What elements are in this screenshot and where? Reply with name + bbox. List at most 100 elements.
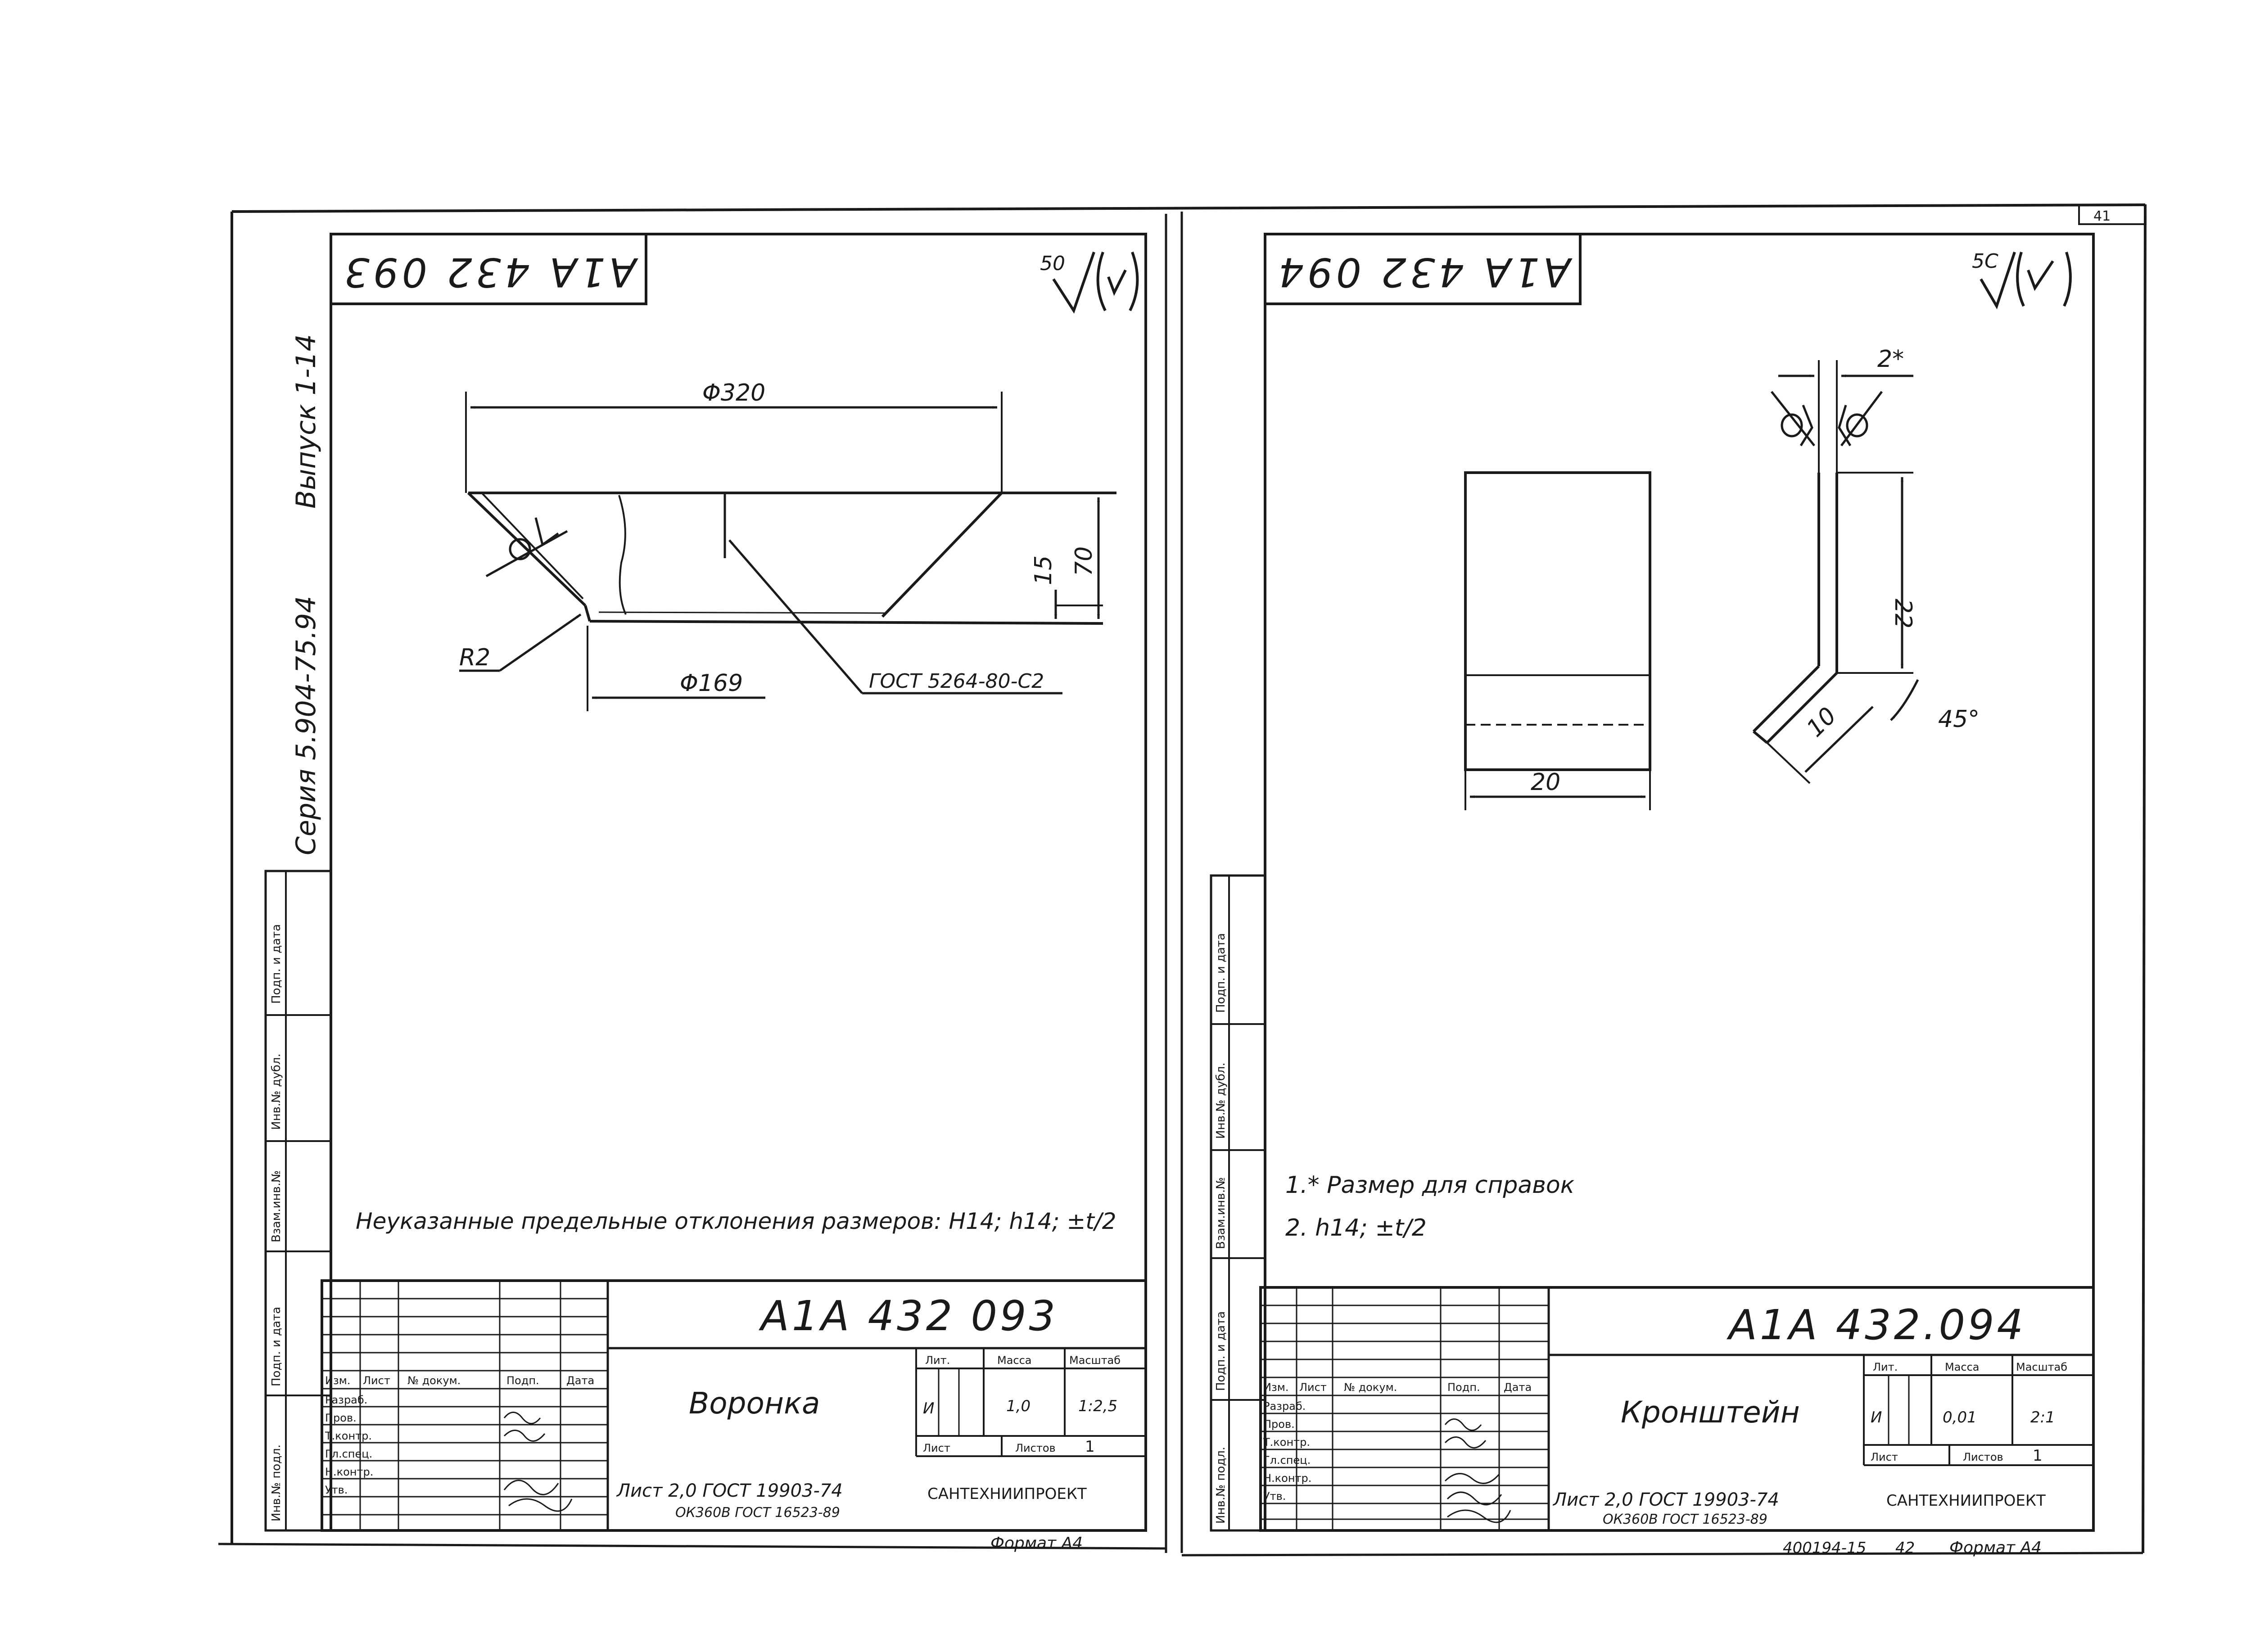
tb-role-razrab: Разраб. [325, 1394, 367, 1406]
right-code-box [1264, 233, 1582, 305]
issue-label: Выпуск 1-14 [290, 334, 322, 509]
left-tb-lit: И [923, 1399, 934, 1417]
tb-field-mass-r: Масса [1945, 1361, 1980, 1373]
archive-number: 400194-15 [1783, 1539, 1866, 1557]
tb-role-tkontr-r: Т.контр. [1263, 1436, 1310, 1449]
tb-field-scale: Масштаб [1069, 1354, 1121, 1367]
tb-field-lit-r: Лит. [1873, 1361, 1898, 1373]
bracket-front-view: 20 [1464, 471, 1651, 810]
outer-frame: 41 [218, 203, 2147, 1557]
bracket-side-view: 2* 22 10 45° [1752, 346, 1980, 784]
right-title-block: Изм. Лист № докум. Подп. Дата Разраб. Пр… [1259, 1286, 2095, 1532]
svg-text:Подп. и дата: Подп. и дата [1214, 933, 1228, 1013]
tb-role-nkontr: Н.контр. [325, 1466, 373, 1478]
left-sheet: А1А 432 093 50 Φ320 [321, 233, 1147, 1553]
page-corner-box [2078, 204, 2147, 225]
svg-text:Подп. и дата: Подп. и дата [1214, 1311, 1228, 1391]
svg-text:Инв.№ дубл.: Инв.№ дубл. [1214, 1062, 1228, 1139]
svg-text:Инв.№ дубл.: Инв.№ дубл. [270, 1053, 283, 1130]
gost-note: ГОСТ 5264-80-С2 [869, 670, 1044, 693]
right-tb-code: А1А 432.094 [1727, 1301, 2026, 1349]
dim-thickness: 2* [1877, 346, 1904, 373]
tb-field-sheets-r: Листов [1963, 1451, 2003, 1463]
svg-text:50: 50 [1040, 252, 1065, 275]
tb-col-izm-r: Изм. [1263, 1381, 1288, 1394]
tb-col-doc: № докум. [407, 1374, 461, 1387]
dim-height: 70 [1071, 546, 1098, 576]
dim-diameter-top: Φ320 [702, 379, 765, 406]
left-material-line2: ОК360В ГОСТ 16523-89 [675, 1505, 840, 1521]
tb-field-sheet-r: Лист [1871, 1451, 1898, 1463]
tb-role-razrab-r: Разраб. [1263, 1400, 1306, 1413]
tb-col-list-r: Лист [1299, 1381, 1327, 1394]
page-corner-number: 41 [2093, 208, 2111, 224]
tb-col-izm: Изм. [325, 1374, 350, 1387]
right-sheet: А1А 432 094 5С 20 2* [1259, 233, 2095, 1557]
svg-text:Взам.инв.№: Взам.инв.№ [270, 1170, 283, 1242]
dim-height-right: 22 [1889, 599, 1917, 628]
tb-role-prov: Пров. [325, 1412, 357, 1424]
right-format: Формат А4 [1949, 1539, 2042, 1557]
left-format: Формат А4 [990, 1534, 1083, 1553]
left-tb-scale: 1:2,5 [1078, 1397, 1117, 1415]
tb-field-sheets: Листов [1015, 1442, 1056, 1454]
right-tb-sheets: 1 [2033, 1447, 2043, 1465]
svg-text:Инв.№ подл.: Инв.№ подл. [1214, 1447, 1228, 1524]
right-material-line1: Лист 2,0 ГОСТ 19903-74 [1552, 1490, 1779, 1510]
tb-col-list: Лист [363, 1374, 390, 1387]
tb-col-date: Дата [566, 1374, 594, 1387]
dim-radius: R2 [459, 644, 490, 671]
left-title-block: Изм. Лист № докум. Подп. Дата Разраб. Пр… [321, 1279, 1147, 1532]
svg-text:Подп. и дата: Подп. и дата [270, 1307, 283, 1386]
tb-col-sign: Подп. [506, 1374, 539, 1387]
left-tb-title: Воронка [689, 1386, 820, 1421]
tb-role-utv: Утв. [325, 1484, 348, 1496]
tb-role-prov-r: Пров. [1263, 1418, 1295, 1431]
left-code-box-text: А1А 432 093 [341, 249, 638, 295]
series-label: Серия 5.904-75.94 [290, 596, 322, 855]
tb-col-doc-r: № докум. [1344, 1381, 1397, 1394]
right-organization: САНТЕХНИИПРОЕКТ [1886, 1492, 2046, 1510]
tb-role-tkontr: Т.контр. [325, 1430, 372, 1442]
funnel-drawing: Φ320 Φ169 ГОСТ 5264-80-С2 70 15 R2 [459, 379, 1116, 711]
right-tb-lit: И [1871, 1408, 1882, 1426]
left-side-stamp: Подп. и дата Инв.№ дубл. Взам.инв.№ Подп… [264, 870, 332, 1532]
left-organization: САНТЕХНИИПРОЕКТ [927, 1485, 1087, 1503]
tb-role-glspec-r: Гл.спец. [1263, 1454, 1311, 1467]
tb-role-glspec: Гл.спец. [325, 1448, 372, 1460]
left-tb-sheets: 1 [1085, 1438, 1095, 1456]
dim-diameter-bottom: Φ169 [680, 670, 743, 697]
tb-role-utv-r: Утв. [1263, 1490, 1286, 1503]
left-tolerance-note: Неуказанные предельные отклонения размер… [356, 1208, 1116, 1234]
tb-field-lit: Лит. [925, 1354, 950, 1367]
tb-role-nkontr-r: Н.контр. [1263, 1472, 1311, 1485]
right-tb-title: Кронштейн [1621, 1395, 1800, 1430]
right-code-box-text: А1А 432 094 [1275, 249, 1573, 295]
tb-field-sheet: Лист [923, 1442, 950, 1454]
page-number: 42 [1895, 1539, 1915, 1557]
left-roughness-symbol: 50 [1040, 251, 1139, 314]
right-tb-mass: 0,01 [1943, 1408, 1977, 1426]
dim-width: 20 [1531, 769, 1560, 796]
svg-text:Взам.инв.№: Взам.инв.№ [1214, 1177, 1228, 1249]
left-code-box [330, 233, 647, 305]
right-material-line2: ОК360В ГОСТ 16523-89 [1603, 1512, 1767, 1527]
dim-step: 15 [1030, 555, 1057, 585]
right-roughness-symbol: 5С [1972, 250, 2072, 310]
left-material-line1: Лист 2,0 ГОСТ 19903-74 [616, 1480, 843, 1501]
tb-field-mass: Масса [997, 1354, 1032, 1367]
left-tb-mass: 1,0 [1006, 1397, 1031, 1415]
tb-col-sign-r: Подп. [1447, 1381, 1480, 1394]
svg-text:Инв.№ подл.: Инв.№ подл. [270, 1444, 283, 1521]
right-side-stamp: Подп. и дата Инв.№ дубл. Взам.инв.№ Подп… [1210, 874, 1266, 1532]
tb-col-date-r: Дата [1504, 1381, 1532, 1394]
right-note-1: 1.* Размер для справок [1285, 1172, 1575, 1199]
svg-text:5С: 5С [1972, 250, 1998, 273]
dim-angle: 45° [1938, 706, 1980, 733]
right-note-2: 2. h14; ±t/2 [1285, 1214, 1427, 1241]
right-tb-scale: 2:1 [2030, 1408, 2055, 1426]
left-tb-code: А1А 432 093 [759, 1292, 1058, 1340]
svg-text:Подп. и дата: Подп. и дата [270, 924, 283, 1004]
tb-field-scale-r: Масштаб [2016, 1361, 2067, 1373]
